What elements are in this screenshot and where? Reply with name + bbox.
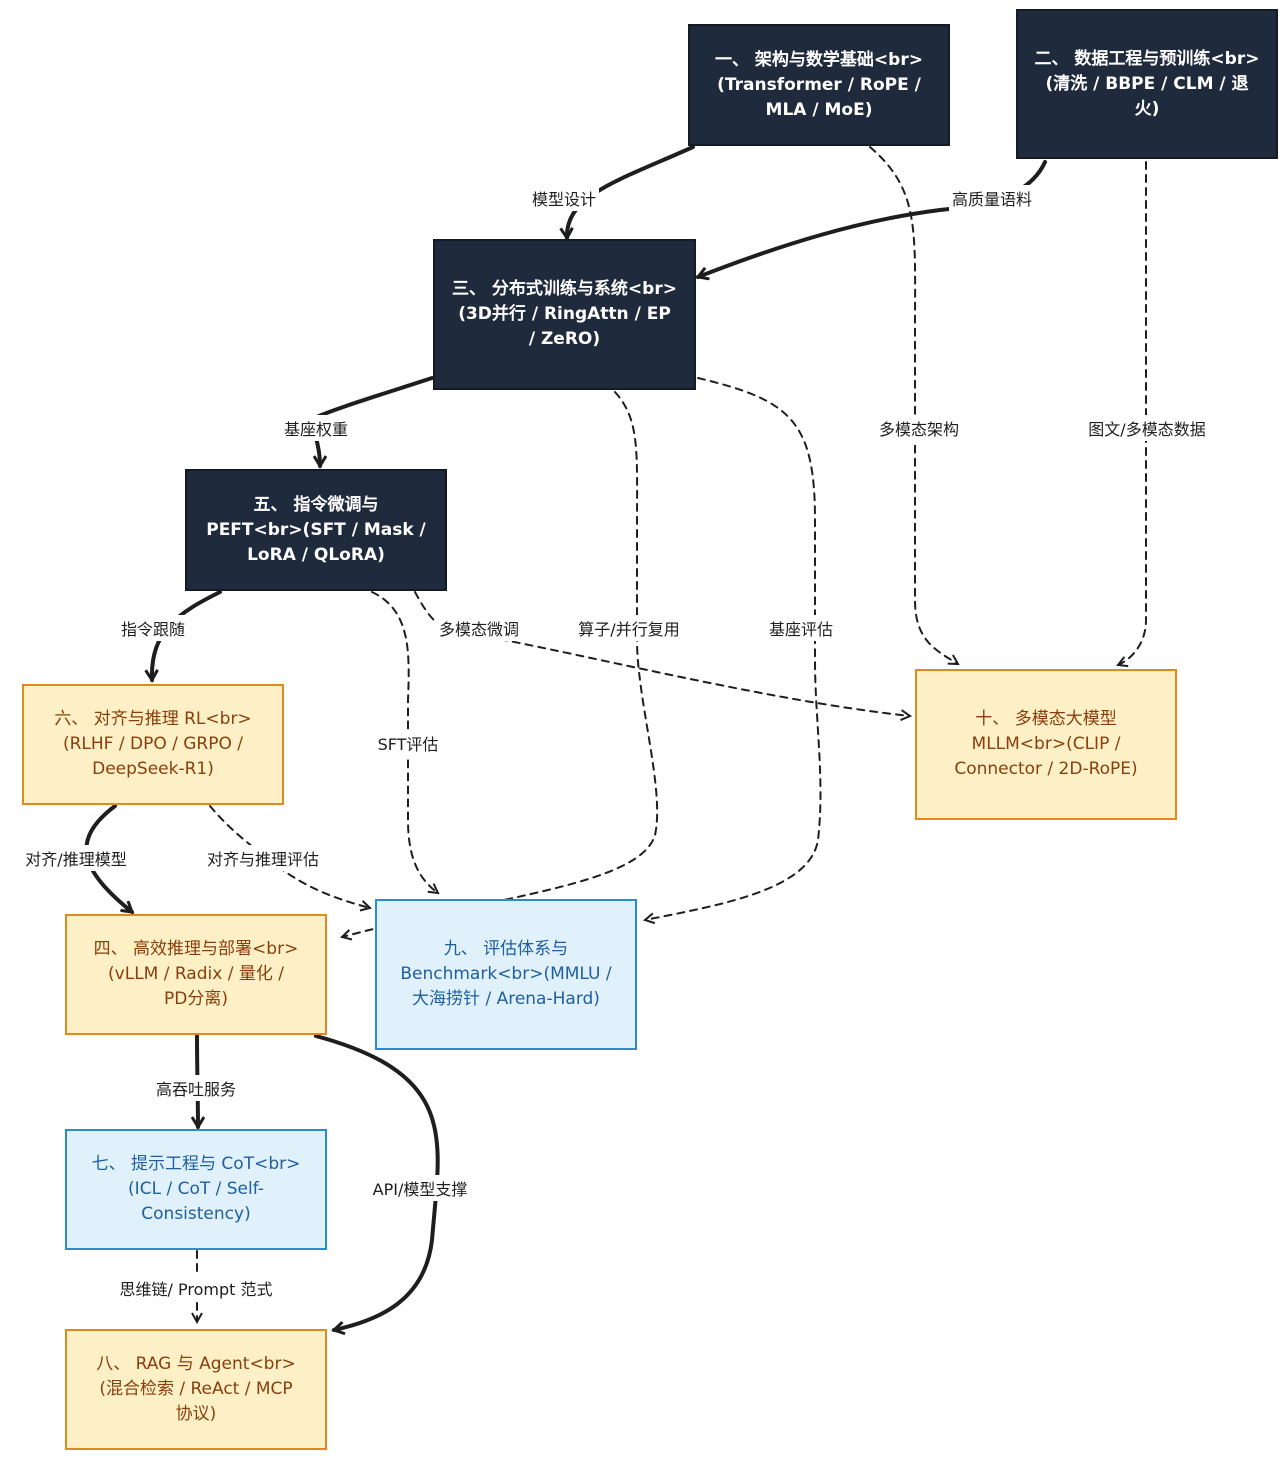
node-instruction-finetune[interactable]: 五、 指令微调与 PEFT<br>(SFT / Mask / LoRA / QL… — [185, 469, 447, 591]
node-data-pretraining[interactable]: 二、 数据工程与预训练<br> (清洗 / BBPE / CLM / 退 火) — [1016, 9, 1278, 159]
edge-1-3 — [567, 145, 695, 238]
edge-label-model-design: 模型设计 — [528, 185, 600, 211]
node-rag-agent[interactable]: 八、 RAG 与 Agent<br> (混合检索 / ReAct / MCP 协… — [65, 1329, 327, 1450]
edge-2-10 — [1118, 161, 1147, 665]
edge-2-3 — [698, 160, 1047, 277]
node-distributed-training[interactable]: 三、 分布式训练与系统<br> (3D并行 / RingAttn / EP / … — [433, 239, 696, 390]
edge-label-cot-prompt: 思维链/ Prompt 范式 — [116, 1275, 276, 1301]
edge-label-high-throughput: 高吞吐服务 — [152, 1075, 240, 1101]
edge-label-multimodal-ft: 多模态微调 — [435, 615, 523, 641]
node-evaluation[interactable]: 九、 评估体系与 Benchmark<br>(MMLU / 大海捞针 / Are… — [375, 899, 637, 1050]
edge-label-alignment-eval: 对齐与推理评估 — [203, 845, 323, 871]
edge-label-base-eval: 基座评估 — [765, 615, 837, 641]
edge-label-base-weights: 基座权重 — [280, 415, 352, 441]
edge-label-api-support: API/模型支撑 — [369, 1175, 471, 1201]
edge-5-9 — [371, 591, 438, 893]
node-multimodal-llm[interactable]: 十、 多模态大模型 MLLM<br>(CLIP / Connector / 2D… — [915, 669, 1177, 820]
node-architecture-math[interactable]: 一、 架构与数学基础<br> (Transformer / RoPE / MLA… — [688, 24, 950, 146]
edge-3-9 — [645, 377, 822, 920]
edge-4-8 — [314, 1034, 440, 1330]
edge-1-10 — [869, 146, 958, 664]
node-inference-deployment[interactable]: 四、 高效推理与部署<br> (vLLM / Radix / 量化 / PD分离… — [65, 914, 327, 1035]
edge-label-operator-reuse: 算子/并行复用 — [575, 615, 683, 641]
node-prompt-engineering[interactable]: 七、 提示工程与 CoT<br> (ICL / CoT / Self- Cons… — [65, 1129, 327, 1250]
edge-label-multimodal-data: 图文/多模态数据 — [1085, 415, 1209, 441]
edge-3-4 — [342, 391, 659, 937]
edge-label-instruction-following: 指令跟随 — [117, 615, 189, 641]
edge-label-sft-eval: SFT评估 — [374, 730, 442, 756]
edge-5-10 — [414, 591, 910, 716]
edge-label-aligned-model: 对齐/推理模型 — [22, 845, 130, 871]
edge-label-multimodal-arch: 多模态架构 — [875, 415, 963, 441]
edge-label-quality-corpus: 高质量语料 — [948, 185, 1036, 211]
node-alignment-rl[interactable]: 六、 对齐与推理 RL<br> (RLHF / DPO / GRPO / Dee… — [22, 684, 284, 805]
